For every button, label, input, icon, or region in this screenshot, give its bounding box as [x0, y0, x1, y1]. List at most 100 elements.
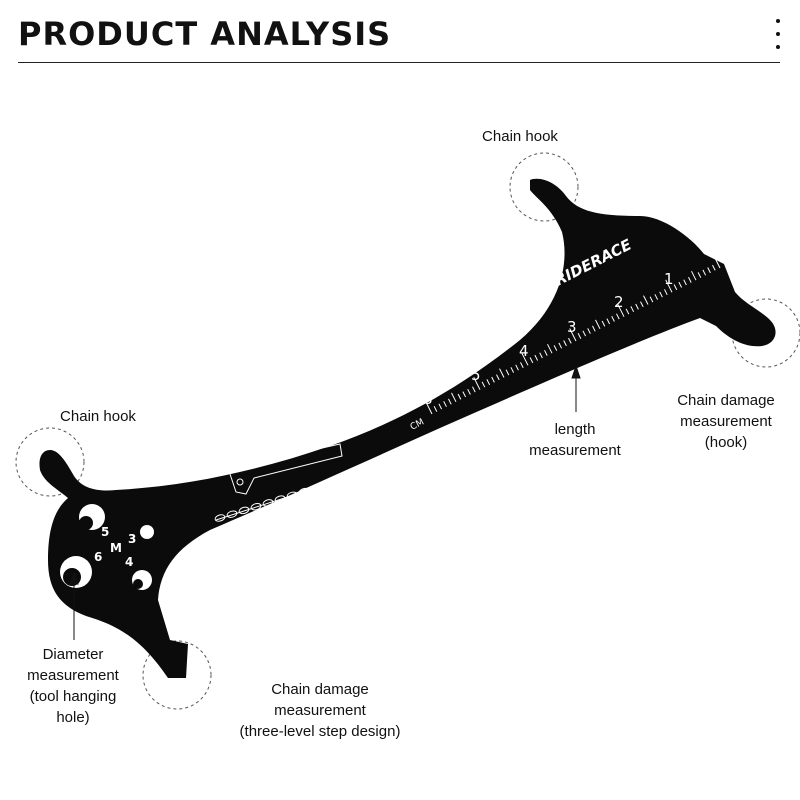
chain-link	[214, 514, 226, 522]
chain-link	[406, 453, 418, 462]
wear-icon-05pct	[395, 335, 423, 362]
header-divider	[18, 62, 780, 63]
ruler-tick	[491, 376, 495, 383]
highlight-circle-step	[142, 640, 212, 710]
chain-hook-left-label: Chain hook	[60, 408, 136, 425]
ruler-number-6: 6	[423, 390, 433, 408]
tool-body	[39, 178, 776, 678]
ruler-tick	[601, 320, 606, 327]
chain-link	[310, 484, 322, 492]
ruler-tick	[691, 270, 697, 281]
highlight-circle-hook-left	[15, 427, 85, 497]
chain-link	[346, 472, 358, 481]
ruler-tick	[521, 352, 529, 366]
highlight-circles	[15, 152, 800, 710]
wear-label-05pct: 0.5%✓	[402, 363, 437, 388]
ruler-tick	[673, 284, 678, 291]
ruler-tick	[473, 376, 481, 390]
hole-label-m: M	[110, 541, 122, 555]
chain-link	[286, 491, 298, 500]
ruler-tick	[569, 328, 577, 342]
ruler-tick	[678, 281, 683, 288]
ruler-tick	[563, 340, 567, 347]
ruler-tick	[665, 279, 673, 293]
ruler-tick	[451, 392, 457, 403]
ruler-tick	[568, 337, 572, 344]
ruler-tick	[664, 289, 668, 296]
ruler-tick	[457, 393, 462, 400]
ruler-tick	[683, 279, 687, 286]
ruler-tick	[611, 315, 615, 322]
ruler-tick	[467, 388, 471, 395]
ruler-tick	[486, 379, 491, 386]
ruler-tick	[707, 267, 711, 274]
chain-link	[238, 506, 250, 515]
chain-link	[430, 446, 442, 454]
hole-label-6: 6	[94, 550, 102, 564]
chain-link	[250, 502, 262, 511]
ruler-ticks	[425, 255, 721, 415]
ruler-tick	[438, 403, 443, 410]
ruler-number-5: 5	[471, 366, 481, 384]
ruler-tick	[713, 255, 721, 269]
ruler-tick	[534, 354, 539, 361]
ruler-tick	[688, 276, 692, 283]
chain-engraving	[215, 425, 441, 521]
pointer-arrows	[69, 364, 581, 640]
ruler-tick	[553, 345, 558, 351]
chain-links	[214, 446, 442, 522]
length-pointer-arrowhead	[571, 364, 581, 379]
chain-link	[334, 476, 346, 484]
chain-link	[370, 465, 382, 473]
ruler-tick	[617, 303, 625, 317]
ruler-tick	[712, 264, 716, 271]
hole-label-4: 4	[125, 555, 133, 569]
ruler-tick	[697, 272, 702, 278]
length-measurement-label: length measurement	[529, 421, 621, 459]
more-options-icon[interactable]	[770, 17, 786, 51]
ruler-tick	[544, 349, 548, 356]
ruler-tick	[529, 357, 534, 364]
ruler-tick	[505, 369, 510, 376]
ruler-tick	[654, 294, 659, 300]
ruler-tick	[659, 291, 663, 298]
ruler-tick	[702, 269, 707, 276]
ruler-tick	[640, 301, 644, 308]
chain-link	[418, 450, 430, 458]
ruler-number-3: 3	[567, 318, 577, 336]
chain-damage-hook-label: Chain damage measurement (hook)	[677, 392, 775, 451]
ruler-tick	[592, 325, 596, 332]
ruler-tick	[577, 332, 582, 339]
ruler-tick	[499, 368, 505, 378]
chain-link	[322, 480, 334, 488]
chain-link	[298, 487, 310, 496]
ruler-number-4: 4	[519, 342, 529, 360]
ruler-tick	[443, 401, 447, 407]
chain-link	[274, 495, 286, 503]
ruler-tick	[630, 306, 635, 313]
ruler-number-2: 2	[614, 293, 624, 311]
ruler-tick	[643, 295, 649, 305]
hole-labels: 5 6 M 3 4	[94, 525, 136, 569]
ruler-numbers: 1 2 3 4 5 6	[423, 270, 674, 408]
wear-icon-1pct	[503, 273, 531, 300]
hole-3mm	[140, 525, 154, 539]
ruler-tick	[520, 362, 524, 369]
ruler-tick	[616, 313, 620, 320]
ruler-tick	[539, 352, 543, 359]
ruler-tick	[425, 401, 433, 415]
ruler-tick	[595, 319, 601, 330]
wear-label-1pct: 1%✗	[512, 296, 539, 317]
page-title: PRODUCT ANALYSIS	[18, 15, 392, 53]
chain-damage-step-label: Chain damage measurement (three-level st…	[239, 681, 401, 740]
ruler-tick	[582, 330, 587, 337]
highlight-circle-hook-top	[509, 152, 579, 222]
ruler-tick	[558, 342, 563, 349]
ruler-tick	[433, 405, 438, 412]
diameter-measurement-label: Diameter measurement (tool hanging hole)	[27, 646, 119, 726]
chain-hook-top-label: Chain hook	[482, 128, 558, 145]
ruler-tick	[587, 328, 591, 334]
ruler-tick	[606, 318, 611, 325]
chain-link	[358, 468, 370, 477]
ruler-number-1: 1	[664, 270, 674, 288]
